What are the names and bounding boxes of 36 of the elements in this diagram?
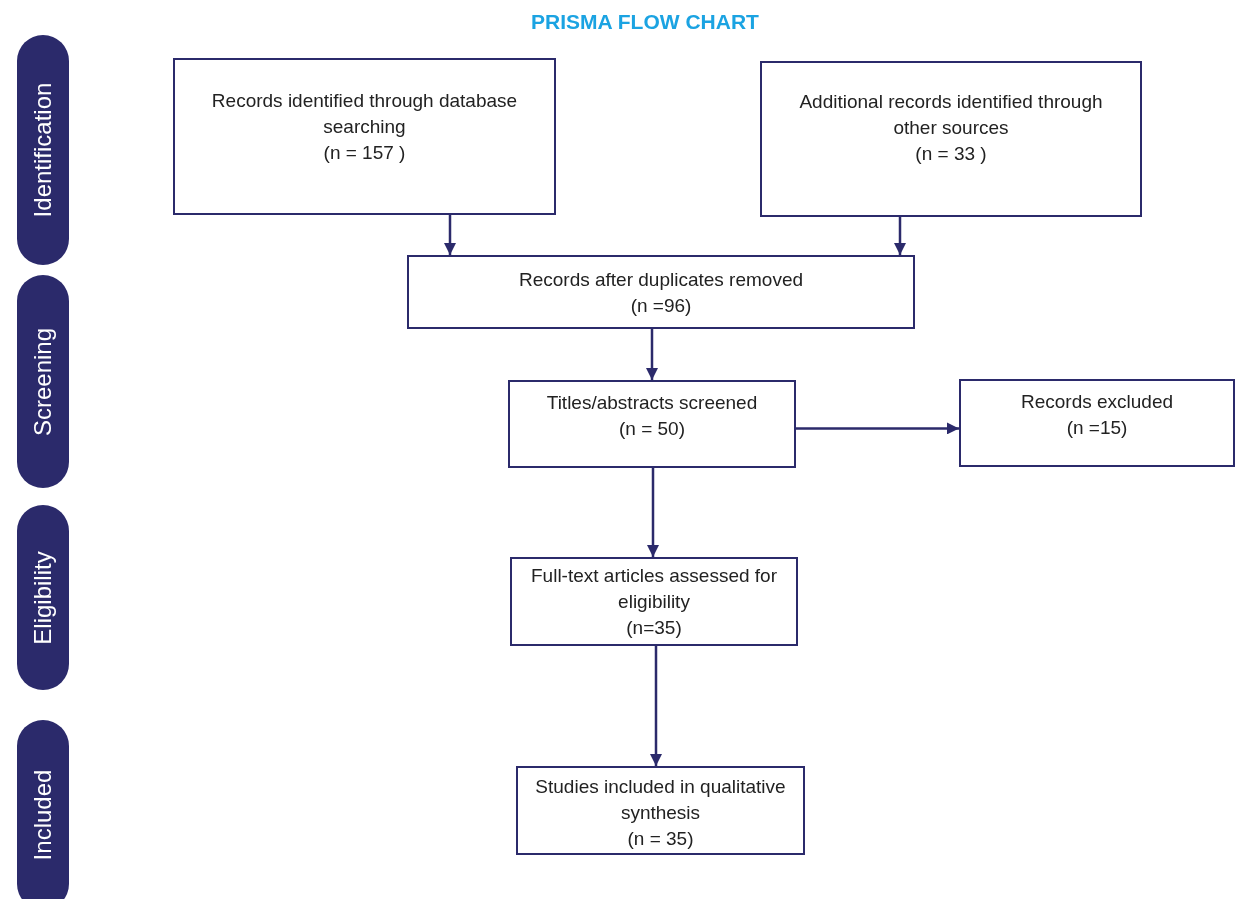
stage-label: Identification	[29, 82, 57, 218]
box-text: Additional records identified through other sources	[798, 90, 1104, 140]
stage-tab	[17, 720, 69, 899]
count-text: (n=35)	[626, 616, 682, 640]
arrow	[650, 646, 662, 766]
process-box	[760, 61, 1142, 217]
stage-tab	[17, 275, 69, 488]
stage-tab	[17, 35, 69, 265]
stage-label: Eligibility	[29, 550, 57, 645]
arrow	[894, 217, 906, 255]
box-text: Records after duplicates removed	[518, 268, 804, 292]
count-text: (n = 35)	[627, 827, 694, 851]
count-text: (n = 50)	[619, 417, 685, 441]
process-box	[407, 255, 915, 329]
stage-label: Screening	[29, 327, 57, 436]
arrow	[646, 329, 658, 380]
stage-tab	[17, 505, 69, 690]
count-text: (n = 157 )	[323, 141, 406, 165]
arrow	[647, 468, 659, 557]
count-text: (n = 33 )	[915, 142, 987, 166]
arrow	[444, 215, 456, 255]
box-text: Records excluded	[1020, 390, 1174, 414]
box-text: Studies included in qualitative synthesis	[534, 775, 787, 825]
box-text: Records identified through database searching	[210, 89, 519, 139]
process-box	[959, 379, 1235, 467]
stage-label: Included	[29, 769, 57, 861]
process-box	[510, 557, 798, 646]
process-box	[173, 58, 556, 215]
box-text: Titles/abstracts screened	[546, 391, 758, 415]
count-text: (n =96)	[630, 294, 692, 318]
process-box	[516, 766, 805, 855]
count-text: (n =15)	[1066, 416, 1128, 440]
chart-title: PRISMA FLOW CHART	[530, 10, 760, 34]
process-box	[508, 380, 796, 468]
box-text: Full-text articles assessed for eligibility	[530, 564, 778, 614]
arrow	[796, 422, 959, 435]
